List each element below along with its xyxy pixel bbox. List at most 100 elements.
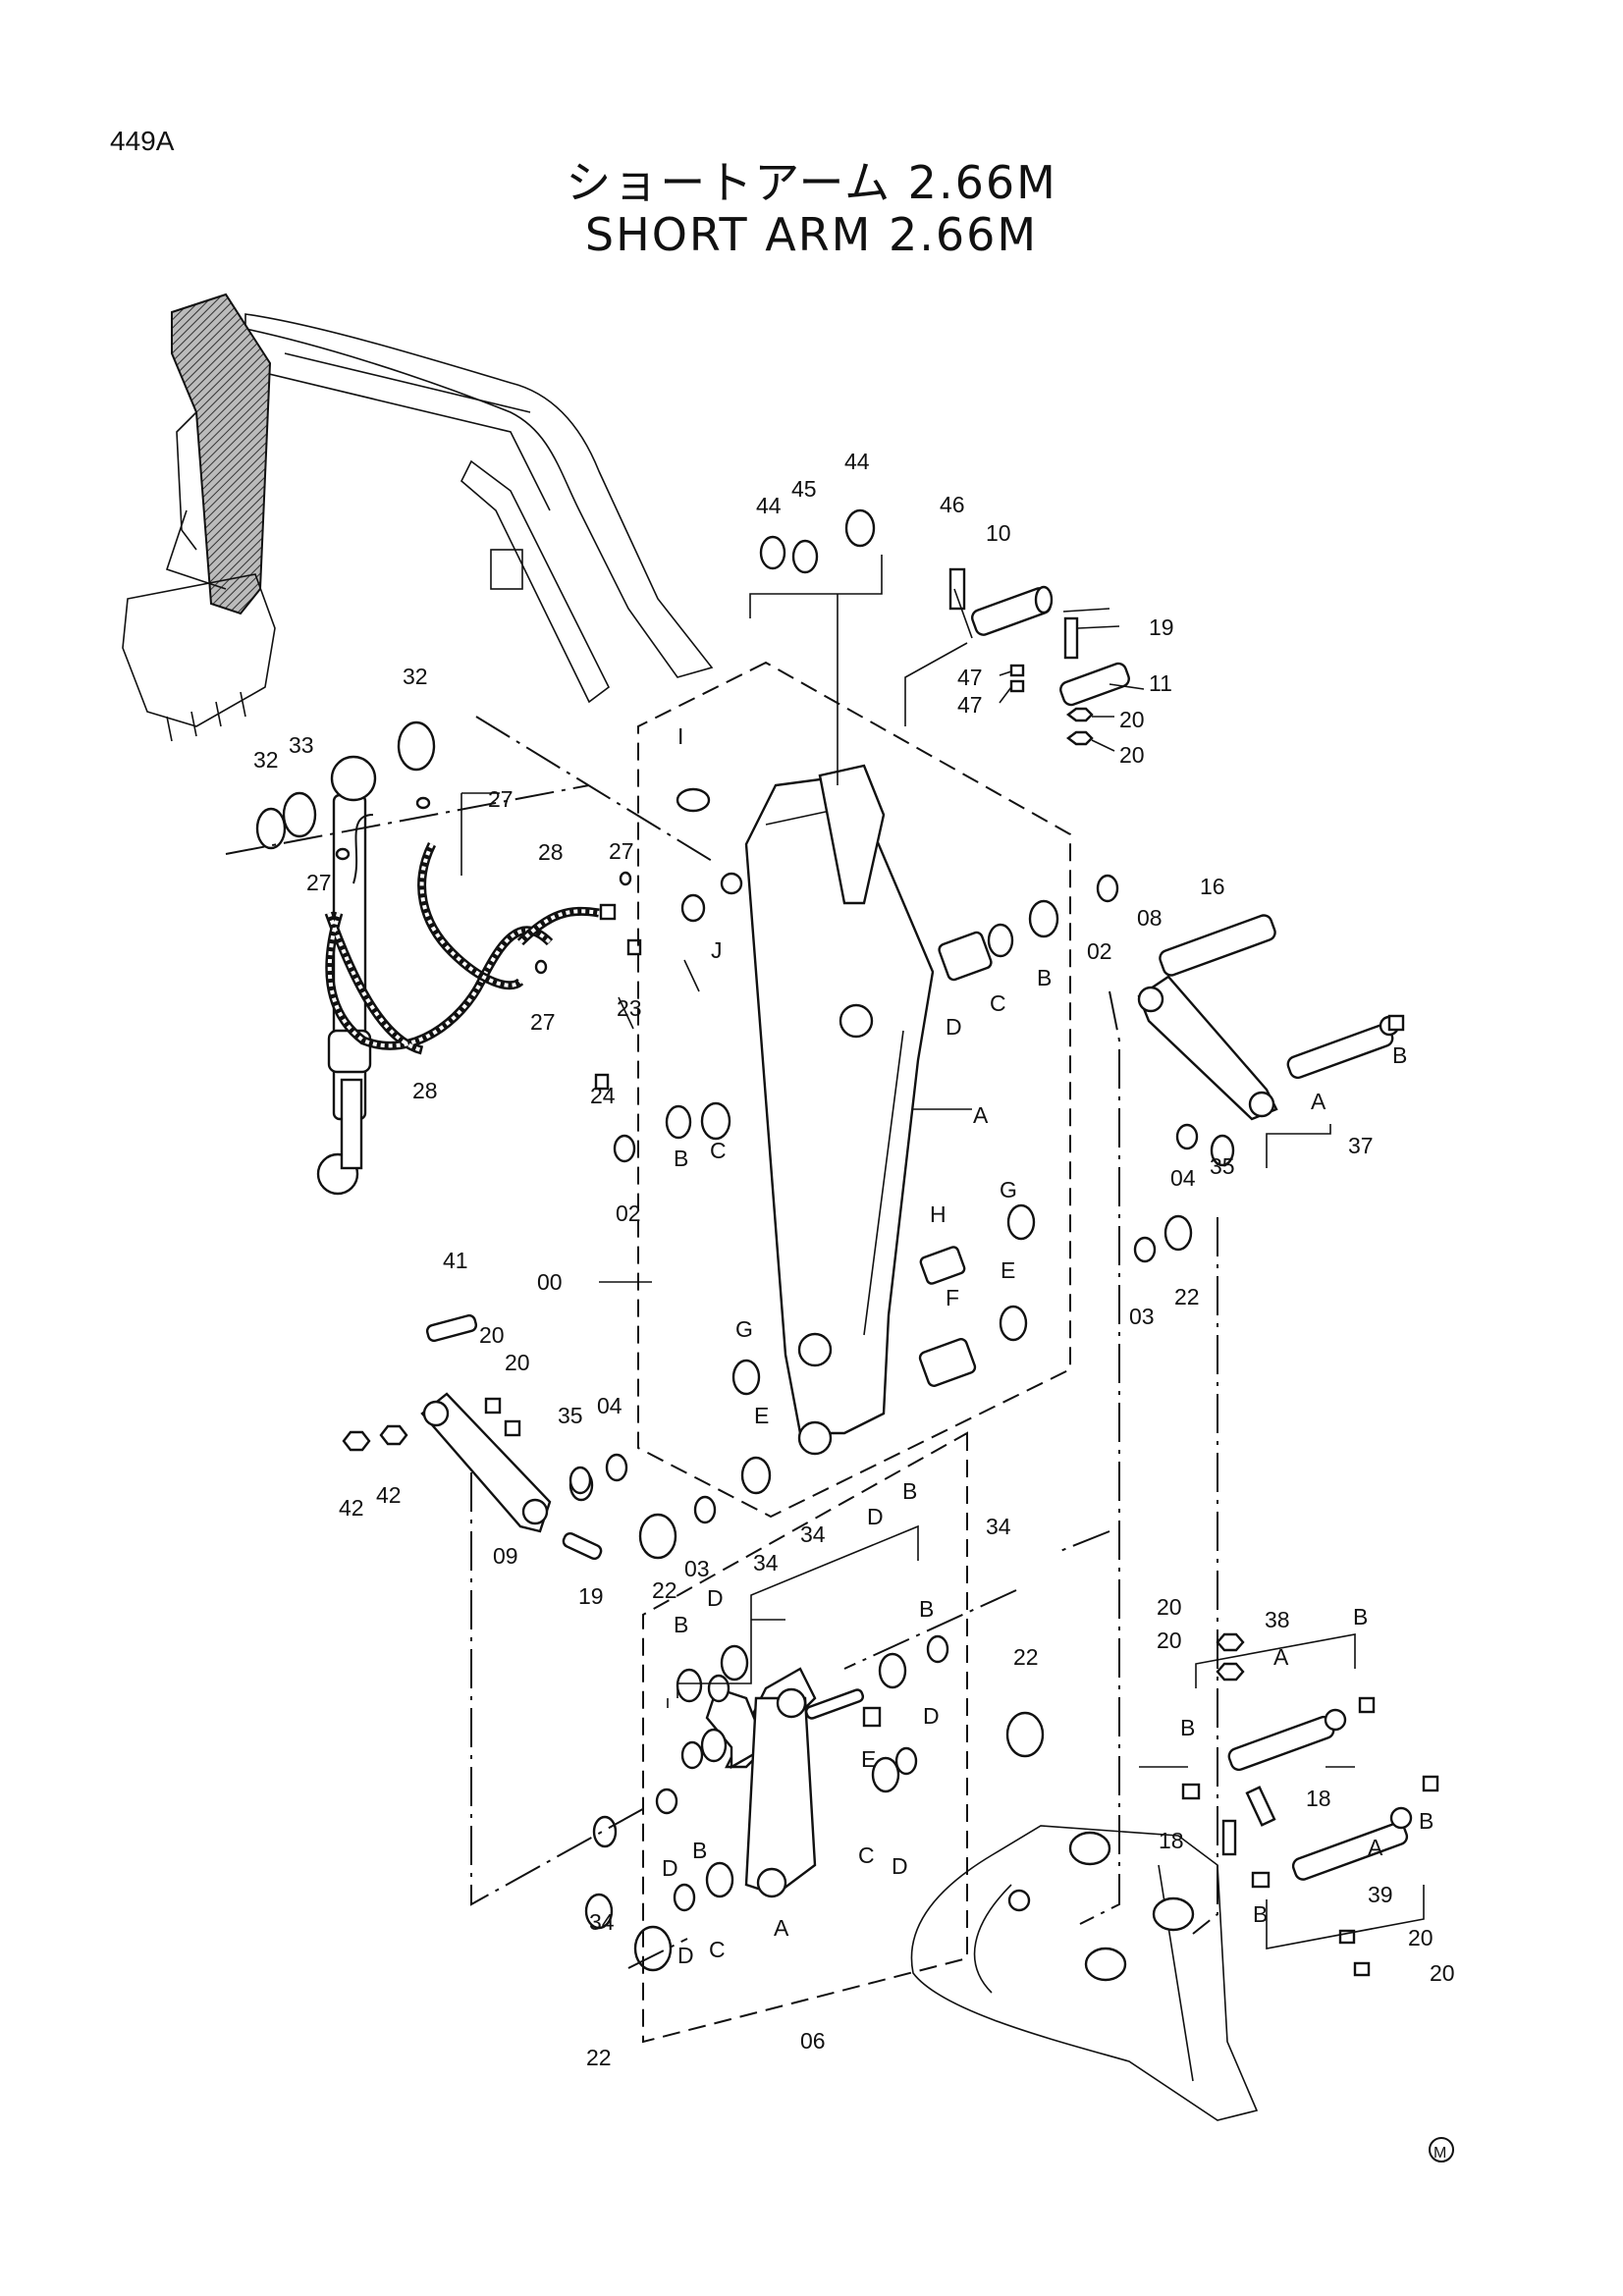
callout-32: 32 [253, 747, 279, 773]
callout-11: 11 [1149, 670, 1172, 696]
callout-20: 20 [1157, 1594, 1182, 1620]
callout-28: 28 [412, 1078, 438, 1103]
callout-34: 34 [753, 1550, 779, 1575]
callout-28: 28 [538, 839, 564, 865]
callout-42: 42 [376, 1482, 402, 1508]
callout-35: 35 [558, 1403, 583, 1428]
callout-B: B [1419, 1808, 1434, 1834]
bucket-pins [1181, 1014, 1439, 1977]
callout-23: 23 [617, 995, 642, 1021]
callout-A: A [774, 1915, 789, 1941]
circled-mark: M [1429, 2137, 1454, 2163]
callout-47: 47 [957, 692, 983, 718]
callout-39: 39 [1368, 1882, 1393, 1907]
callout-C: C [858, 1842, 875, 1868]
callout-A: A [1273, 1644, 1289, 1670]
callout-B: B [1353, 1604, 1368, 1629]
callout-D: D [946, 1014, 962, 1040]
callout-H: H [930, 1201, 947, 1227]
callout-D: D [923, 1703, 940, 1729]
callout-D: D [662, 1855, 678, 1881]
callout-B: B [674, 1612, 688, 1637]
arm-cylinder-and-hoses [255, 721, 642, 1196]
callout-10: 10 [986, 520, 1011, 546]
callout-D: D [677, 1943, 694, 1968]
callout-22: 22 [1174, 1284, 1200, 1309]
callout-44: 44 [756, 493, 782, 518]
callout-E: E [1001, 1257, 1015, 1283]
mark-text: M [1434, 2145, 1446, 2162]
callout-A: A [973, 1102, 989, 1128]
callout-F: F [946, 1285, 959, 1310]
callout-03: 03 [1129, 1304, 1155, 1329]
main-arm-assembly [676, 764, 935, 1456]
callout-20: 20 [1430, 1960, 1455, 1986]
callout-02: 02 [616, 1201, 641, 1226]
callout-B: B [1180, 1715, 1195, 1740]
callout-32: 32 [403, 664, 428, 689]
callout-B: B [692, 1838, 707, 1863]
callout-27: 27 [488, 786, 514, 812]
callout-16: 16 [1200, 874, 1225, 899]
callout-20: 20 [505, 1350, 530, 1375]
callout-G: G [735, 1316, 753, 1342]
callout-22: 22 [1013, 1644, 1039, 1670]
callout-45: 45 [791, 476, 817, 502]
callout-D: D [707, 1585, 724, 1611]
callout-03: 03 [684, 1556, 710, 1581]
callout-20: 20 [479, 1322, 505, 1348]
callout-34: 34 [986, 1514, 1011, 1539]
bucket-drawing [910, 1825, 1259, 2121]
callout-33: 33 [289, 732, 314, 758]
callout-19: 19 [578, 1583, 604, 1609]
callout-34: 34 [589, 1909, 615, 1935]
callout-C: C [990, 990, 1006, 1016]
callout-20: 20 [1119, 742, 1145, 768]
callout-20: 20 [1119, 707, 1145, 732]
callout-35: 35 [1210, 1153, 1235, 1179]
callout-20: 20 [1408, 1925, 1434, 1950]
callout-C: C [709, 1937, 726, 1962]
callout-24: 24 [590, 1083, 616, 1108]
callout-B: B [1392, 1042, 1407, 1068]
callout-27: 27 [306, 870, 332, 895]
callout-38: 38 [1265, 1607, 1290, 1632]
callout-27: 27 [609, 838, 634, 864]
arm-pins-top [759, 508, 1276, 977]
callout-D: D [892, 1853, 908, 1879]
excavator-overview-drawing [122, 293, 714, 742]
callout-22: 22 [586, 2045, 612, 2070]
link-assembly-06 [584, 1634, 1045, 1972]
callout-B: B [1253, 1901, 1268, 1927]
diagram-title-english: SHORT ARM 2.66M [584, 208, 1039, 261]
leader-lines [460, 555, 1425, 1949]
callout-02: 02 [1087, 938, 1112, 964]
callout-D: D [867, 1504, 884, 1529]
callout-41: 41 [443, 1248, 468, 1273]
callout-04: 04 [1170, 1165, 1196, 1191]
page-id: 449A [110, 126, 175, 156]
callout-B: B [902, 1478, 917, 1504]
link-08-and-pin [1137, 975, 1400, 1121]
callout-E: E [754, 1403, 769, 1428]
callout-47: 47 [957, 665, 983, 690]
callout-00: 00 [537, 1269, 563, 1295]
callout-42: 42 [339, 1495, 364, 1521]
callout-18: 18 [1159, 1828, 1184, 1853]
callout-08: 08 [1137, 905, 1163, 931]
callout-37: 37 [1348, 1133, 1374, 1158]
callout-04: 04 [597, 1393, 622, 1418]
callout-44: 44 [844, 449, 870, 474]
callout-09: 09 [493, 1543, 518, 1569]
callout-06: 06 [800, 2028, 826, 2054]
callout-B: B [919, 1596, 934, 1622]
callout-20: 20 [1157, 1628, 1182, 1653]
assembly-outlines [225, 661, 1218, 2044]
callout-J: J [711, 937, 723, 963]
callout-E: E [861, 1746, 876, 1772]
diagram-title-japanese: ショートアーム 2.66M [566, 156, 1057, 209]
callout-G: G [1000, 1177, 1017, 1202]
callout-B: B [1037, 965, 1052, 990]
